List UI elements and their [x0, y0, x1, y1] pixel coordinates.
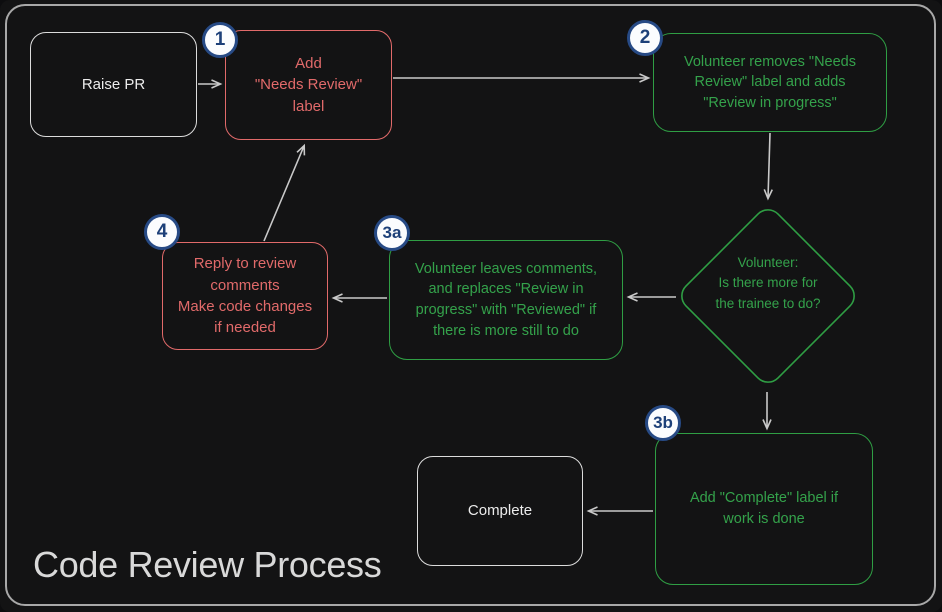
node-complete-label: Complete — [467, 502, 533, 520]
node-raise-pr: Raise PR — [30, 32, 197, 137]
node-volunteer-leaves-comments: Volunteer leaves comments, and replaces … — [389, 240, 623, 360]
node-volunteer-leaves-comments-label: Volunteer leaves comments, and replaces … — [414, 260, 598, 339]
node-add-complete: Add "Complete" label if work is done — [655, 433, 873, 585]
step-badge-2: 2 — [627, 20, 663, 56]
decision-diamond-shape — [681, 209, 855, 383]
node-add-needs-review: Add "Needs Review" label — [225, 30, 392, 140]
node-volunteer-removes: Volunteer removes "Needs Review" label a… — [653, 33, 887, 132]
node-add-complete-label: Add "Complete" label if work is done — [689, 490, 839, 527]
node-complete: Complete — [417, 456, 583, 566]
node-decision-label: Volunteer: Is there more for the trainee… — [715, 255, 821, 311]
arrow-volunteer-removes-to-decision — [763, 132, 773, 201]
node-raise-pr-label: Raise PR — [81, 75, 146, 93]
step-badge-4: 4 — [144, 214, 180, 250]
step-badge-1: 1 — [202, 22, 238, 58]
node-volunteer-removes-label: Volunteer removes "Needs Review" label a… — [684, 53, 856, 111]
step-badge-3a: 3a — [374, 215, 410, 251]
diagram-title: Code Review Process — [33, 544, 382, 585]
step-badge-3b: 3b — [645, 405, 681, 441]
node-reply-to-review-label: Reply to review comments Make code chang… — [177, 255, 313, 337]
arrow-reply-to-needs-review — [263, 143, 306, 242]
node-add-needs-review-label: Add "Needs Review" label — [254, 55, 363, 115]
node-reply-to-review: Reply to review comments Make code chang… — [162, 242, 328, 350]
